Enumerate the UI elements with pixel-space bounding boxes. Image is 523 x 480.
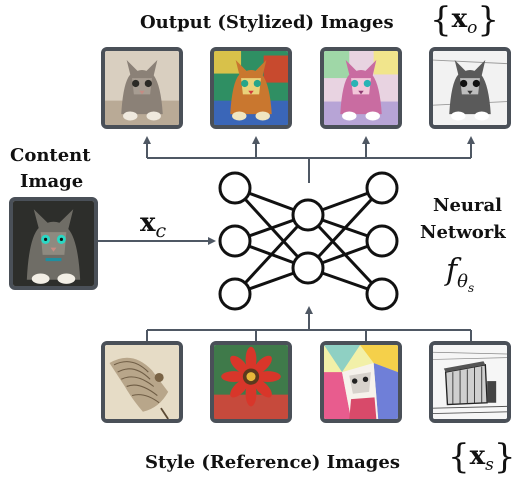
output-arrows <box>143 136 475 183</box>
input-node-1 <box>218 171 252 205</box>
style-images-symbol: {xs} <box>448 437 516 477</box>
output-image-1 <box>101 47 183 129</box>
network-title-line2: Network <box>420 222 506 243</box>
output-node-1 <box>365 171 399 205</box>
input-node-3 <box>218 277 252 311</box>
network-nodes <box>218 171 399 311</box>
content-image-title-line1: Content <box>10 145 91 166</box>
output-node-2 <box>365 224 399 258</box>
input-node-2 <box>218 224 252 258</box>
network-symbol: fθs <box>446 256 474 295</box>
style-arrows <box>146 306 472 342</box>
content-image-title-line2: Image <box>20 171 84 192</box>
hidden-node-1 <box>291 198 325 232</box>
output-images-symbol: {xo} <box>430 0 500 40</box>
network-symbol-main: f <box>446 253 458 288</box>
style-symbol-main: x <box>469 441 486 471</box>
content-image <box>9 197 98 290</box>
output-symbol-sub: o <box>467 18 478 39</box>
network-symbol-subsub: s <box>467 280 475 295</box>
output-symbol-main: x <box>451 4 468 34</box>
output-image-3 <box>320 47 402 129</box>
style-symbol-sub: s <box>485 455 494 476</box>
hidden-node-2 <box>291 251 325 285</box>
output-node-3 <box>365 277 399 311</box>
output-images-title: Output (Stylized) Images <box>140 12 394 33</box>
content-symbol-sub: c <box>155 220 167 243</box>
output-image-4 <box>429 47 511 129</box>
style-image-3 <box>320 341 402 423</box>
content-symbol-main: x <box>140 208 156 238</box>
style-image-1 <box>101 341 183 423</box>
content-symbol: xc <box>140 210 166 242</box>
output-image-2 <box>210 47 292 129</box>
network-title-line1: Neural <box>433 195 502 216</box>
style-image-2 <box>210 341 292 423</box>
style-image-4 <box>429 341 511 423</box>
network-symbol-sub: θ <box>457 271 468 292</box>
style-images-title: Style (Reference) Images <box>145 452 400 473</box>
